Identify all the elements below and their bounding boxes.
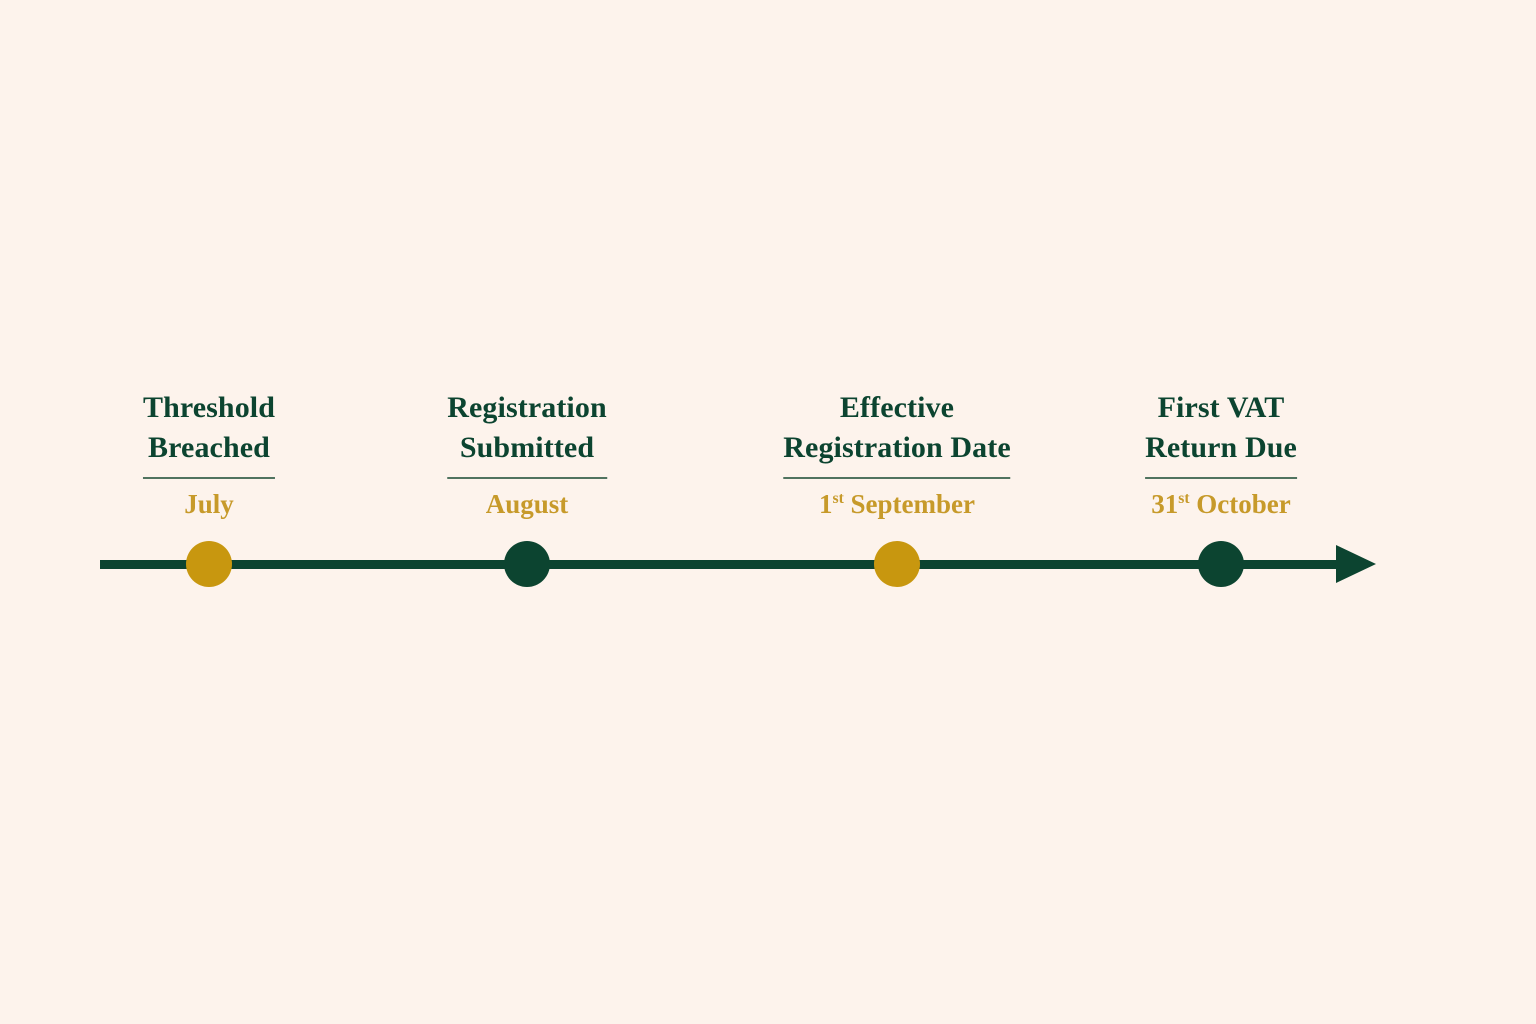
milestone-title-line-2: Registration Date <box>783 430 1011 464</box>
milestone-title-line-1: Threshold <box>142 391 276 424</box>
milestone-date-number: August <box>485 488 569 519</box>
timeline-arrow-icon <box>1336 545 1376 583</box>
milestone-node-4 <box>1198 541 1244 587</box>
milestone-title-line-1: Registration <box>447 391 607 424</box>
milestone-date-number: July <box>184 488 234 519</box>
milestone-title-line-1: First VAT <box>1157 391 1285 424</box>
milestone-title-line-1: Effective <box>839 391 955 424</box>
milestone-title-line-2: Breached <box>148 430 270 464</box>
milestone-date-number: 31 <box>1151 488 1179 519</box>
milestone-date-month: September <box>843 488 976 519</box>
milestone-divider <box>447 476 607 479</box>
milestone-date: 1st September <box>783 488 1010 520</box>
milestone-date-month: October <box>1189 488 1291 519</box>
milestone-date-ordinal: st <box>1178 489 1190 507</box>
milestone-title-line-2: Return Due <box>1145 430 1297 464</box>
milestone-divider <box>142 476 276 479</box>
timeline-axis-line <box>100 560 1350 569</box>
milestone-4: First VAT Return Due 31st October <box>1145 388 1297 519</box>
milestone-date-ordinal: st <box>832 489 844 507</box>
milestone-title: First VAT Return Due <box>1145 388 1297 468</box>
milestone-date: 31st October <box>1145 488 1297 520</box>
milestone-node-3 <box>874 541 920 587</box>
milestone-divider <box>783 476 1011 479</box>
milestone-node-2 <box>504 541 550 587</box>
milestone-node-1 <box>186 541 232 587</box>
milestone-date-number: 1 <box>818 488 833 519</box>
milestone-divider <box>1145 476 1297 479</box>
milestone-title-line-2: Submitted <box>459 430 595 464</box>
milestone-date: July <box>143 488 275 520</box>
milestone-date: August <box>447 488 607 520</box>
